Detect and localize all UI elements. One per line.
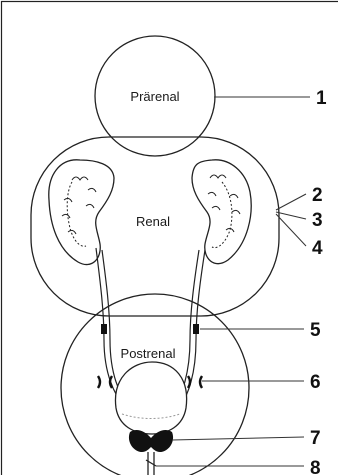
postrenal-label: Postrenal [121, 346, 176, 361]
marker-8: 8 [310, 458, 321, 475]
leader-line-3 [276, 212, 306, 219]
prerenal-label: Prärenal [130, 89, 179, 104]
leader-line-2 [276, 194, 306, 210]
renal-label: Renal [136, 214, 170, 229]
marker-4: 4 [312, 238, 323, 259]
left-ureter-stone [101, 324, 107, 334]
marker-7: 7 [310, 428, 321, 449]
marker-1: 1 [316, 88, 327, 109]
right-kidney [192, 160, 251, 264]
marker-6: 6 [310, 372, 321, 393]
left-ureter-compression [98, 376, 112, 388]
marker-5: 5 [310, 320, 321, 341]
left-kidney [49, 160, 114, 265]
leader-line-7 [172, 437, 304, 440]
leader-line-4 [276, 214, 306, 246]
marker-2: 2 [312, 185, 323, 206]
right-ureter [181, 250, 205, 396]
urethra [146, 452, 156, 475]
right-ureter-stone [193, 324, 199, 334]
right-ureter-compression [188, 376, 202, 388]
bladder [115, 362, 186, 434]
left-ureter [96, 248, 121, 396]
marker-3: 3 [312, 210, 323, 231]
